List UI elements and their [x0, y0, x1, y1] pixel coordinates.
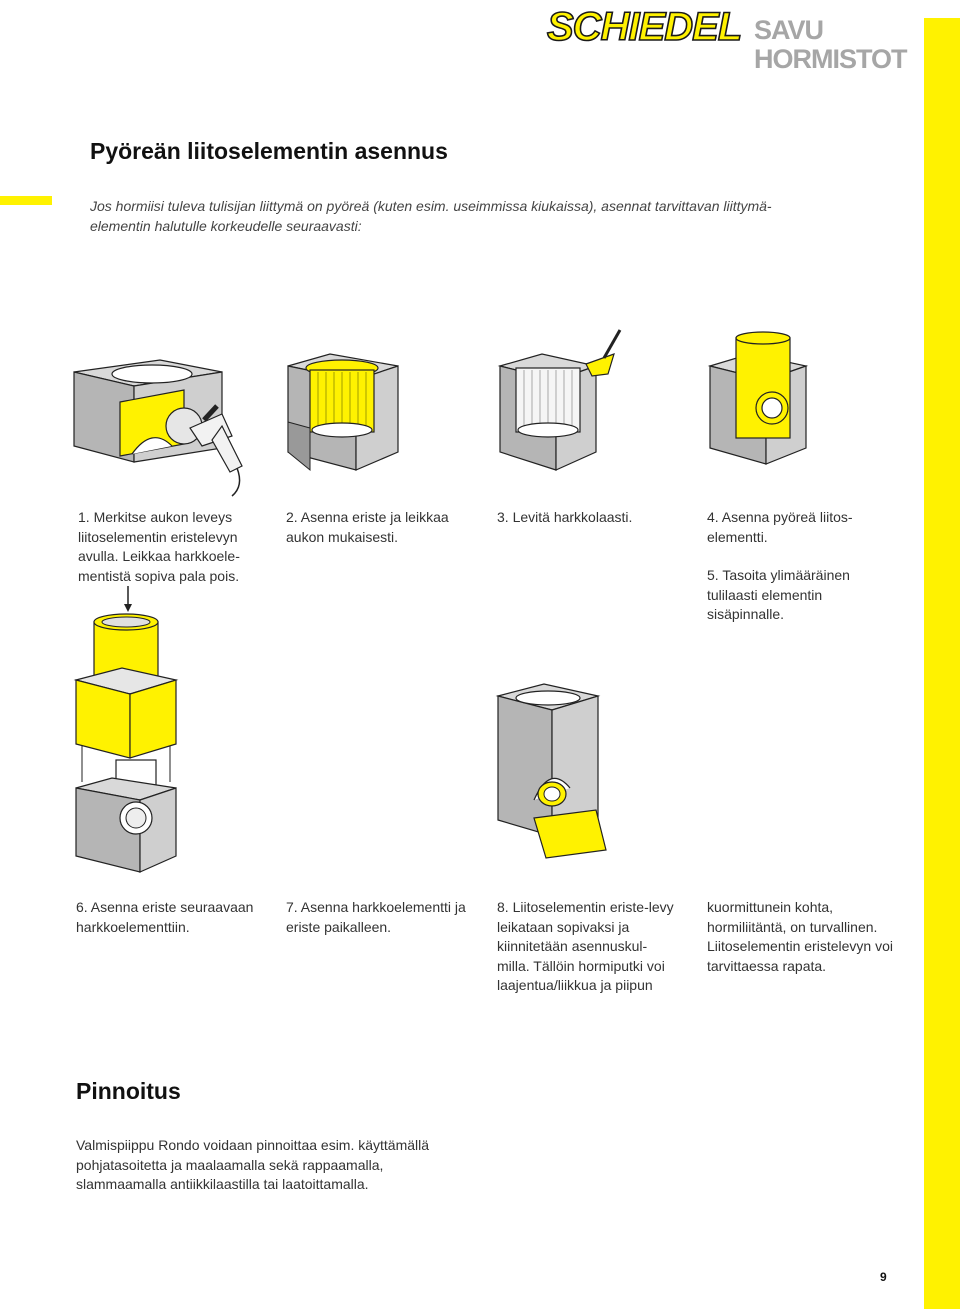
angle-grinder-icon	[165, 404, 243, 497]
yellow-edge-bar	[924, 18, 960, 1309]
brand-line1: SAVU	[754, 15, 824, 45]
caption-step-6: 6. Asenna eriste seuraavaan harkkoelemen…	[76, 899, 254, 935]
figure-step-2	[287, 353, 399, 472]
caption-step-1: 1. Merkitse aukon leveys liitoselementin…	[78, 509, 240, 584]
caption-step-8-continued: kuormittunein kohta, hormiliitäntä, on t…	[707, 899, 893, 974]
arrow-down-icon	[124, 586, 132, 612]
caption-step-7: 7. Asenna harkkoelementti ja eriste paik…	[286, 899, 466, 935]
figure-step-8	[495, 683, 607, 859]
figure-step-4	[707, 331, 809, 465]
intro-text: Jos hormiisi tuleva tulisijan liittymä o…	[90, 198, 772, 234]
caption-step-2: 2. Asenna eriste ja leikkaa aukon mukais…	[286, 509, 449, 545]
figure-step-1	[73, 359, 243, 497]
schiedel-logo: SCHIEDEL	[546, 6, 743, 46]
page-number: 9	[880, 1270, 887, 1284]
coating-heading: Pinnoitus	[76, 1078, 181, 1104]
caption-step-5: 5. Tasoita ylimääräinen tulilaasti eleme…	[707, 567, 850, 622]
brand-subtitle: SAVU HORMISTOT	[754, 16, 907, 74]
figure-step-6-7	[73, 586, 179, 873]
caption-step-4: 4. Asenna pyöreä liitos-elementti.	[707, 509, 853, 545]
coating-text: Valmispiippu Rondo voidaan pinnoittaa es…	[76, 1137, 430, 1192]
brand-line2: HORMISTOT	[754, 44, 907, 74]
caption-step-3: 3. Levitä harkkolaasti.	[497, 509, 633, 525]
svg-text:SCHIEDEL: SCHIEDEL	[547, 6, 741, 46]
figure-step-3	[497, 329, 622, 471]
trowel-icon	[585, 329, 622, 377]
yellow-margin-tab	[0, 196, 52, 205]
caption-step-8: 8. Liitoselementin eriste-levy leikataan…	[497, 899, 674, 993]
page-title: Pyöreän liitoselementin asennus	[90, 138, 448, 164]
